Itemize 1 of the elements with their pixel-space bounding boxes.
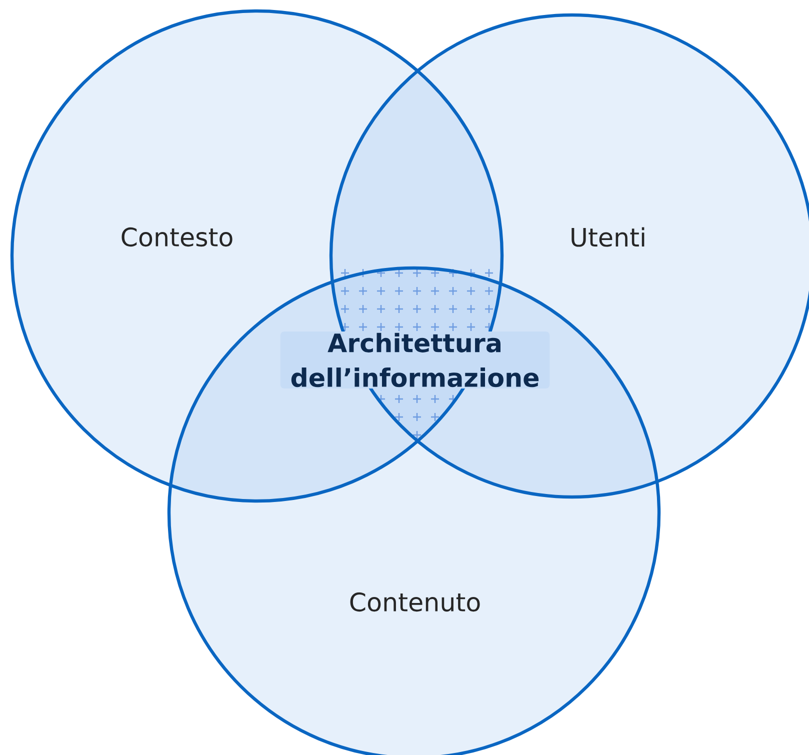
center-label: Architettura dell’informazione (280, 332, 550, 388)
